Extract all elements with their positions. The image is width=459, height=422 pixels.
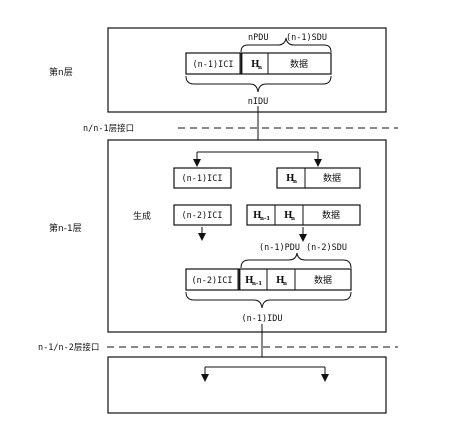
hn-cell-2: H n (276, 276, 287, 287)
hn-box-cell: H n (286, 174, 297, 185)
svg-text:n: n (293, 179, 297, 185)
n1-sdu-label: (n-1)SDU (286, 33, 327, 43)
hn1-box-cell: H n-1 (253, 211, 270, 222)
ici-n2-cell: (n-2)ICI (192, 276, 233, 286)
generate-label: 生成 (133, 210, 151, 222)
layer-n1-label: 第n-1层 (49, 222, 82, 234)
layer-n2-box (107, 356, 387, 414)
hn-box-cell-2: H n (284, 211, 295, 222)
ici-n1-box (173, 167, 232, 189)
hn1-cell: H n-1 (245, 276, 262, 287)
data-box-cell-2: 数据 (322, 209, 340, 221)
svg-text:H: H (286, 174, 295, 184)
data-box-cell: 数据 (323, 172, 341, 184)
npdu-label: nPDU (248, 33, 268, 43)
n1-pdu-label: (n-1)PDU (259, 243, 300, 253)
svg-text:H: H (251, 60, 260, 70)
nidu-row (185, 52, 332, 75)
nidu-label: nIDU (248, 97, 268, 107)
interface-n1-label: n-1/n-2层接口 (38, 342, 99, 353)
ici-n2-box (173, 204, 232, 226)
ici-n2-box-text: (n-2)ICI (182, 211, 223, 221)
svg-text:n: n (283, 281, 287, 287)
ici-n1-box-text: (n-1)ICI (182, 174, 223, 184)
svg-text:n-1: n-1 (260, 216, 270, 222)
svg-text:H: H (245, 276, 254, 286)
nidu-brace (185, 75, 332, 93)
hn-data-box (276, 167, 361, 189)
data-cell-2: 数据 (314, 274, 332, 286)
svg-text:H: H (284, 211, 293, 221)
hn-cell: H n (251, 60, 262, 71)
n1-idu-brace (185, 291, 352, 309)
svg-text:H: H (253, 211, 262, 221)
svg-text:n-1: n-1 (252, 281, 262, 287)
n1-idu-row (185, 268, 352, 291)
layer-n-label: 第n层 (49, 66, 73, 78)
svg-text:n: n (258, 65, 262, 71)
svg-text:n: n (291, 216, 295, 222)
n1-idu-label: (n-1)IDU (242, 314, 283, 324)
pdu-sdu-brace-mid (240, 252, 352, 269)
data-cell: 数据 (290, 58, 308, 70)
n2-sdu-label: (n-2)SDU (306, 243, 347, 253)
ici-n1-cell: (n-1)ICI (193, 60, 234, 70)
pdu-sdu-brace-top (240, 37, 332, 53)
svg-text:H: H (276, 276, 285, 286)
interface-n-label: n/n-1层接口 (83, 123, 134, 134)
